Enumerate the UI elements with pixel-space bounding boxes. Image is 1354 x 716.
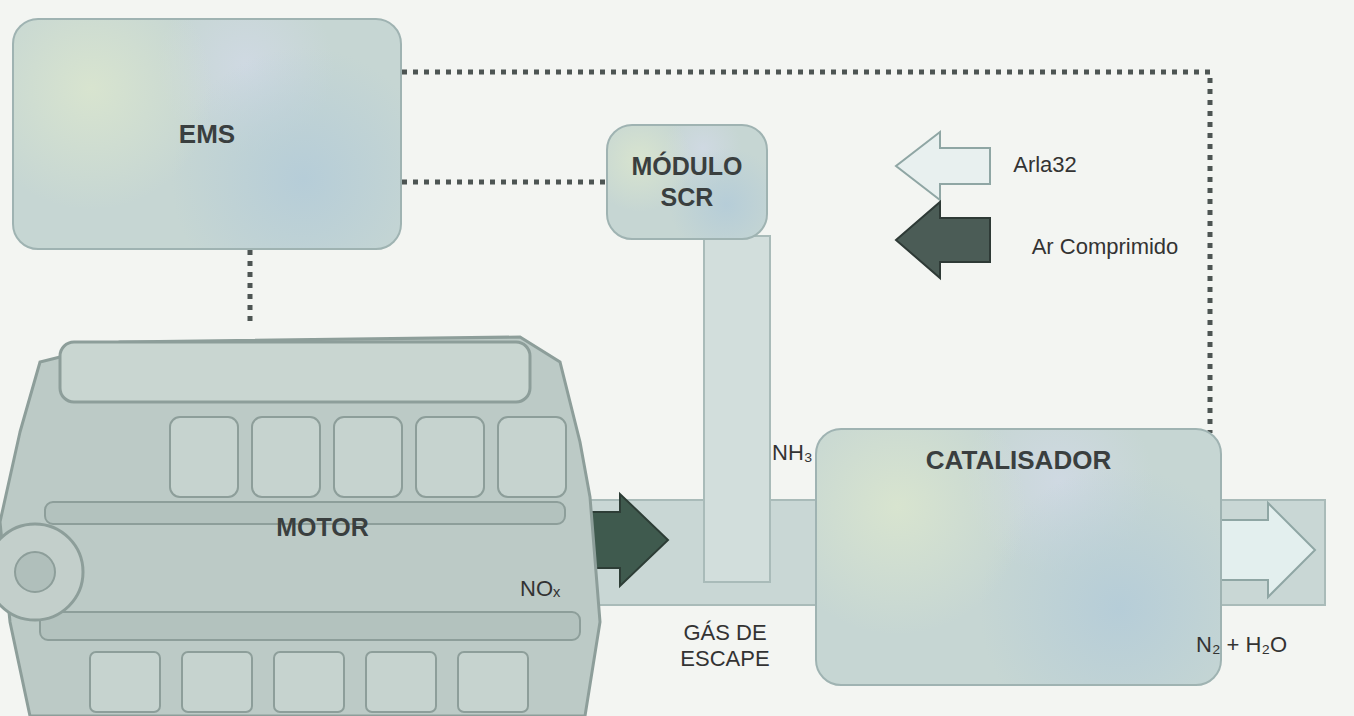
node-title: CATALISADOR <box>926 444 1111 477</box>
signal-line <box>402 180 606 185</box>
output-label: N₂ + H₂O <box>1196 632 1287 658</box>
engine-figure: MOTOR <box>0 322 625 716</box>
nox-label: NOₓ <box>520 576 560 602</box>
node-title: MÓDULO SCR <box>625 151 750 214</box>
injection-pipe <box>704 236 770 582</box>
air-label: Ar Comprimido <box>1030 234 1180 260</box>
catalyst-box: CATALISADOR <box>815 428 1222 686</box>
signal-line <box>248 250 253 322</box>
node-title: MOTOR <box>276 512 369 543</box>
node-title: EMS <box>179 118 235 151</box>
exhaust-label: GÁS DE ESCAPE <box>645 620 805 673</box>
ammonia-label: NH₃ <box>772 440 813 466</box>
fluid-label: Arla32 <box>1000 152 1090 178</box>
scr-module-box: MÓDULO SCR <box>606 124 768 240</box>
arla-arrow <box>896 132 990 200</box>
air-arrow <box>896 202 990 278</box>
control-unit-box: EMS <box>12 18 402 250</box>
